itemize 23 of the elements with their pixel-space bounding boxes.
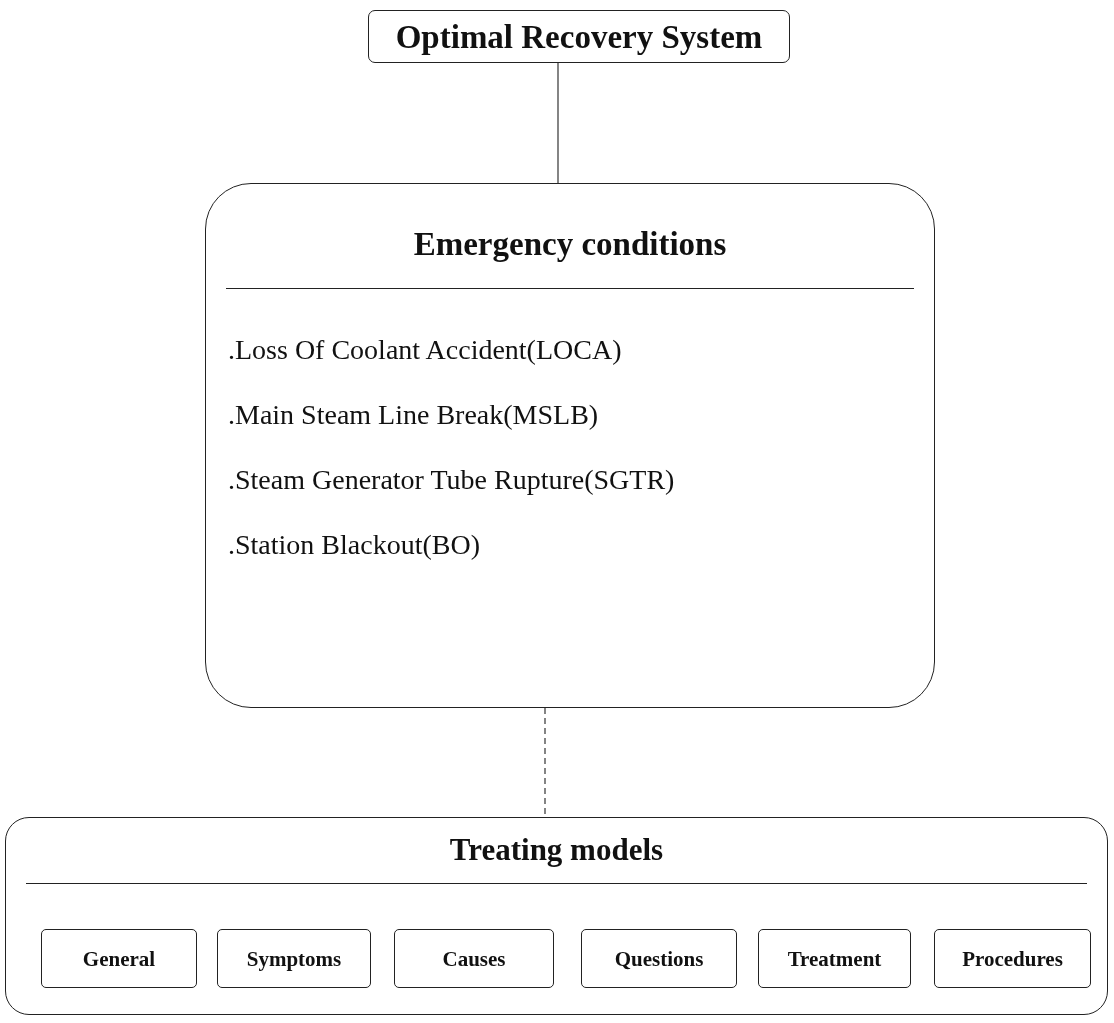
- heading: Treating models: [448, 832, 665, 868]
- label: General: [81, 946, 157, 971]
- label: Causes: [441, 946, 507, 971]
- label: Questions: [613, 946, 705, 971]
- model-box: [217, 929, 371, 988]
- model-box: [41, 929, 197, 988]
- model-box: [394, 929, 554, 988]
- condition-panel: [205, 183, 935, 708]
- condition-item: .Loss Of Coolant Accident(LOCA): [228, 334, 622, 366]
- model-panel: [5, 817, 1108, 1015]
- system-box: [368, 10, 790, 63]
- label: Symptoms: [245, 946, 343, 971]
- heading: Optimal Recovery System: [394, 18, 764, 55]
- connector-line: [557, 62, 559, 184]
- condition-item: .Steam Generator Tube Rupture(SGTR): [228, 464, 675, 496]
- model-box: [934, 929, 1091, 988]
- condition-item: .Main Steam Line Break(MSLB): [228, 399, 599, 431]
- heading: Emergency conditions: [412, 226, 728, 263]
- model-box: [758, 929, 911, 988]
- label: Treatment: [786, 946, 883, 971]
- condition-item: .Station Blackout(BO): [228, 529, 480, 561]
- model-box: [581, 929, 737, 988]
- label: Procedures: [961, 946, 1064, 971]
